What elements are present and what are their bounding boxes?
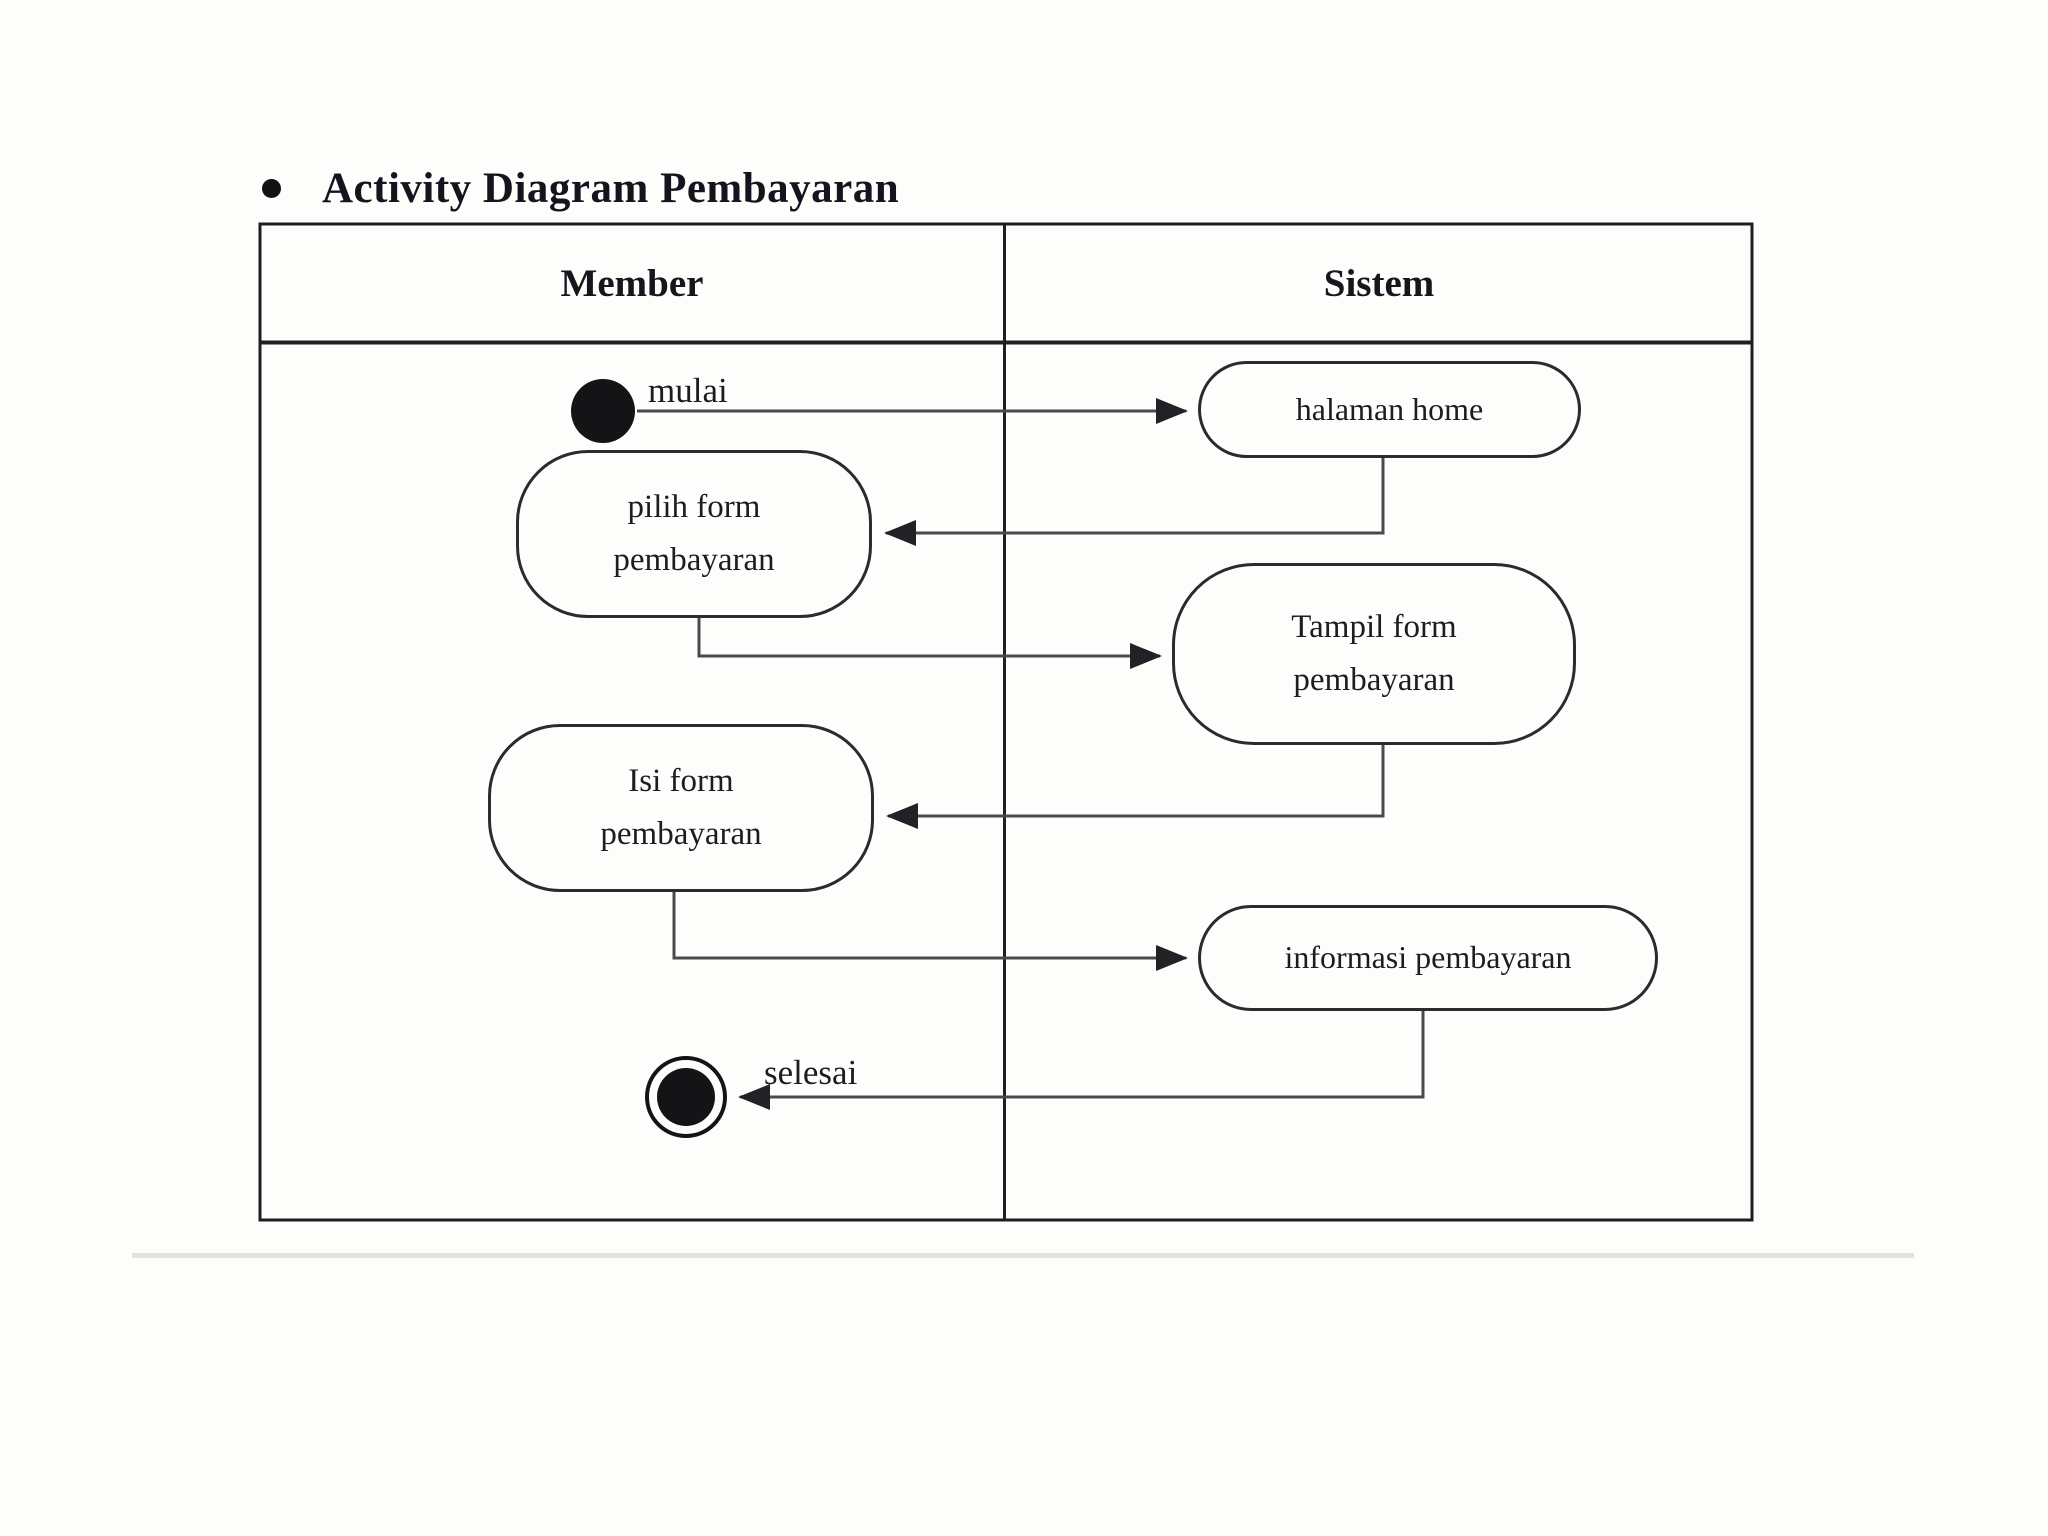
bullet-icon [262,179,281,198]
flow-isi-form-to-informasi [672,892,1188,971]
activity-node-informasi-pembayaran: informasi pembayaran [1198,905,1658,1011]
flow-halaman-home-to-pilih-form [884,458,1385,546]
lane-header-member: Member [560,261,704,305]
start-node-label: mulai [648,371,728,410]
flow-pilih-form-to-tampil-form [697,618,1162,669]
page-separator-line [132,1253,1914,1258]
swimlane-table [258,222,1754,1222]
title-row: Activity Diagram Pembayaran [262,164,899,213]
initial-node-icon [571,379,635,443]
flow-tampil-form-to-isi-form [886,745,1385,829]
page-title: Activity Diagram Pembayaran [322,165,900,212]
flow-informasi-to-selesai [738,1011,1425,1110]
activity-node-tampil-form: Tampil form pembayaran [1172,563,1576,745]
activity-node-isi-form: Isi form pembayaran [488,724,874,892]
activity-node-pilih-form: pilih form pembayaran [516,450,872,618]
activity-node-halaman-home: halaman home [1198,361,1581,458]
end-node-label: selesai [764,1053,858,1092]
final-node-icon [645,1056,727,1138]
lane-header-sistem: Sistem [1323,261,1435,305]
